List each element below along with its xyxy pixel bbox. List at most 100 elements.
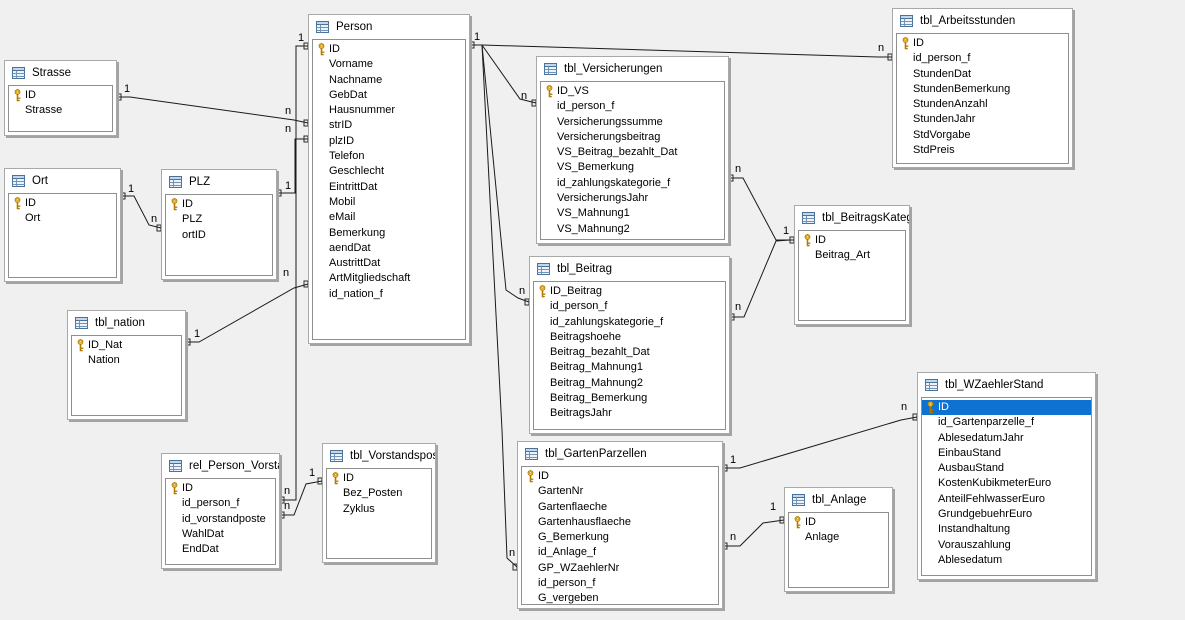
field-row-strasse[interactable]: Strasse: [9, 103, 112, 118]
relationship-line-person-beitrag[interactable]: [481, 44, 530, 303]
field-row-id[interactable]: ID: [166, 481, 275, 496]
field-row-id[interactable]: ID: [522, 469, 718, 484]
relationship-line-gartenparzellen-anlage[interactable]: [723, 519, 785, 547]
field-row-versicherungssumme[interactable]: Versicherungssumme: [541, 115, 724, 130]
table-header[interactable]: Person: [309, 15, 469, 39]
table-header[interactable]: tbl_Arbeitsstunden: [893, 9, 1072, 33]
field-row-zyklus[interactable]: Zyklus: [327, 502, 431, 517]
field-row-id-vorstandposte[interactable]: id_vorstandposte: [166, 512, 275, 527]
field-row-anlage[interactable]: Anlage: [789, 530, 888, 545]
table-header[interactable]: tbl_GartenParzellen: [518, 442, 722, 466]
table-header[interactable]: Strasse: [5, 61, 116, 85]
relationship-line-ort-plz-ortid[interactable]: [121, 195, 162, 229]
relationship-line-relvorstand-vorstandspos[interactable]: [280, 480, 323, 516]
field-row-stdpreis[interactable]: StdPreis: [897, 143, 1068, 158]
field-row-vs-mahnung1[interactable]: VS_Mahnung1: [541, 206, 724, 221]
relationship-line-strasse-person-strid[interactable]: [117, 96, 309, 124]
table-header[interactable]: Ort: [5, 169, 120, 193]
field-row-id-gartenparzelle-f[interactable]: id_Gartenparzelle_f: [922, 415, 1091, 430]
field-row-anteilfehlwassereuro[interactable]: AnteilFehlwasserEuro: [922, 492, 1091, 507]
field-row-austrittdat[interactable]: AustrittDat: [313, 256, 465, 271]
field-row-email[interactable]: eMail: [313, 210, 465, 225]
table-header[interactable]: tbl_Anlage: [785, 488, 892, 512]
relationship-line-person-arbeitsstunden[interactable]: [470, 44, 892, 58]
relationship-line-person-relvorstand-idperson[interactable]: [280, 45, 308, 501]
field-row-id[interactable]: ID: [897, 36, 1068, 51]
field-row-hausnummer[interactable]: Hausnummer: [313, 103, 465, 118]
table-header[interactable]: PLZ: [162, 170, 276, 194]
field-row-bemerkung[interactable]: Bemerkung: [313, 226, 465, 241]
field-row-bez-posten[interactable]: Bez_Posten: [327, 486, 431, 501]
field-row-g-vergeben[interactable]: G_vergeben: [522, 591, 718, 604]
table-header[interactable]: rel_Person_Vorsta: [162, 454, 279, 478]
table-header[interactable]: tbl_Beitrag: [530, 257, 729, 281]
field-row-id-beitrag[interactable]: ID_Beitrag: [534, 284, 725, 299]
field-row-geschlecht[interactable]: Geschlecht: [313, 164, 465, 179]
field-row-id[interactable]: ID: [9, 196, 116, 211]
field-row-id[interactable]: ID: [922, 400, 1091, 416]
table-header[interactable]: tbl_BeitragsKateg: [795, 206, 909, 230]
field-row-aenddat[interactable]: aendDat: [313, 241, 465, 256]
field-row-instandhaltung[interactable]: Instandhaltung: [922, 522, 1091, 537]
field-row-ablesedatumjahr[interactable]: AblesedatumJahr: [922, 431, 1091, 446]
field-row-id[interactable]: ID: [9, 88, 112, 103]
relationship-line-nation-person-idnation[interactable]: [186, 283, 309, 343]
field-row-ortid[interactable]: ortID: [166, 228, 272, 243]
field-row-plzid[interactable]: plzID: [313, 134, 465, 149]
relationship-line-plz-person-plzid[interactable]: [277, 138, 308, 194]
field-row-ort[interactable]: Ort: [9, 211, 116, 226]
field-row-nation[interactable]: Nation: [72, 353, 181, 368]
field-row-versicherungsbeitrag[interactable]: Versicherungsbeitrag: [541, 130, 724, 145]
field-row-id-nation-f[interactable]: id_nation_f: [313, 287, 465, 302]
relationship-line-gartenparzellen-wzaehlerstand[interactable]: [723, 416, 918, 469]
field-row-artmitgliedschaft[interactable]: ArtMitgliedschaft: [313, 271, 465, 286]
field-row-vorauszahlung[interactable]: Vorauszahlung: [922, 538, 1091, 553]
field-row-id-zahlungskategorie-f[interactable]: id_zahlungskategorie_f: [534, 315, 725, 330]
field-row-enddat[interactable]: EndDat: [166, 542, 275, 557]
field-row-gebdat[interactable]: GebDat: [313, 88, 465, 103]
relationship-line-person-versicherungen[interactable]: [481, 44, 537, 104]
field-row-id-vs[interactable]: ID_VS: [541, 84, 724, 99]
field-row-vs-beitrag-bezahlt-dat[interactable]: VS_Beitrag_bezahlt_Dat: [541, 145, 724, 160]
relationship-line-person-gartenparzellen[interactable]: [481, 44, 518, 568]
field-row-id-person-f[interactable]: id_person_f: [534, 299, 725, 314]
field-row-id[interactable]: ID: [166, 197, 272, 212]
field-row-stundenanzahl[interactable]: StundenAnzahl: [897, 97, 1068, 112]
field-row-g-bemerkung[interactable]: G_Bemerkung: [522, 530, 718, 545]
field-row-stdvorgabe[interactable]: StdVorgabe: [897, 128, 1068, 143]
field-row-id[interactable]: ID: [313, 42, 465, 57]
field-row-id[interactable]: ID: [789, 515, 888, 530]
field-row-id-person-f[interactable]: id_person_f: [166, 496, 275, 511]
field-row-id-anlage-f[interactable]: id_Anlage_f: [522, 545, 718, 560]
field-row-id-zahlungskategorie-f[interactable]: id_zahlungskategorie_f: [541, 176, 724, 191]
field-row-nachname[interactable]: Nachname: [313, 73, 465, 88]
table-header[interactable]: tbl_Vorstandspos: [323, 444, 435, 468]
field-row-grundgebuehreuro[interactable]: GrundgebuehrEuro: [922, 507, 1091, 522]
field-row-vs-mahnung2[interactable]: VS_Mahnung2: [541, 222, 724, 237]
field-row-id-person-f[interactable]: id_person_f: [522, 576, 718, 591]
field-row-stundenbemerkung[interactable]: StundenBemerkung: [897, 82, 1068, 97]
field-row-kostenkubikmetereuro[interactable]: KostenKubikmeterEuro: [922, 476, 1091, 491]
field-row-gp-wzaehlernr[interactable]: GP_WZaehlerNr: [522, 561, 718, 576]
field-row-versicherungsjahr[interactable]: VersicherungsJahr: [541, 191, 724, 206]
field-row-gartenhausflaeche[interactable]: Gartenhausflaeche: [522, 515, 718, 530]
field-row-eintrittdat[interactable]: EintrittDat: [313, 180, 465, 195]
field-row-id-person-f[interactable]: id_person_f: [897, 51, 1068, 66]
field-row-beitrag-bemerkung[interactable]: Beitrag_Bemerkung: [534, 391, 725, 406]
field-row-vs-bemerkung[interactable]: VS_Bemerkung: [541, 160, 724, 175]
field-row-gartennr[interactable]: GartenNr: [522, 484, 718, 499]
table-header[interactable]: tbl_nation: [68, 311, 185, 335]
field-row-beitrag-bezahlt-dat[interactable]: Beitrag_bezahlt_Dat: [534, 345, 725, 360]
relationship-line-beitrag-beitragskateg[interactable]: [730, 239, 791, 318]
field-row-wahldat[interactable]: WahlDat: [166, 527, 275, 542]
